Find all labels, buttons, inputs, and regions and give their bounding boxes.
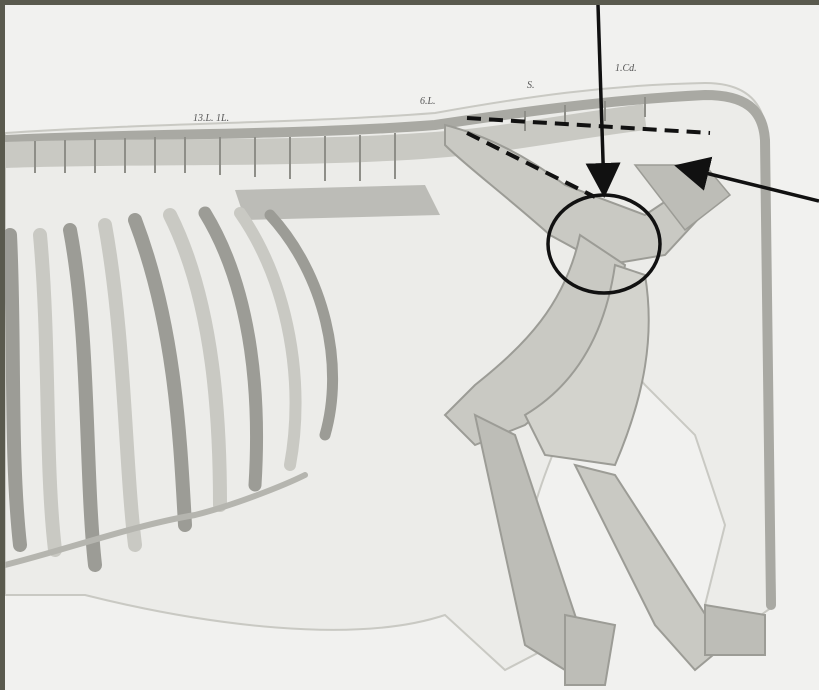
skeleton-illustration: 13.L. 1L. 6.L. S. 1.Cd. (5, 5, 819, 690)
sacral-label: S. (527, 80, 535, 91)
skeleton-drawing (5, 5, 819, 690)
tail-label: 1.Cd. (615, 63, 637, 74)
lumbosacral-label: 6.L. (420, 96, 436, 107)
lumbar-label: 13.L. 1L. (193, 113, 229, 124)
